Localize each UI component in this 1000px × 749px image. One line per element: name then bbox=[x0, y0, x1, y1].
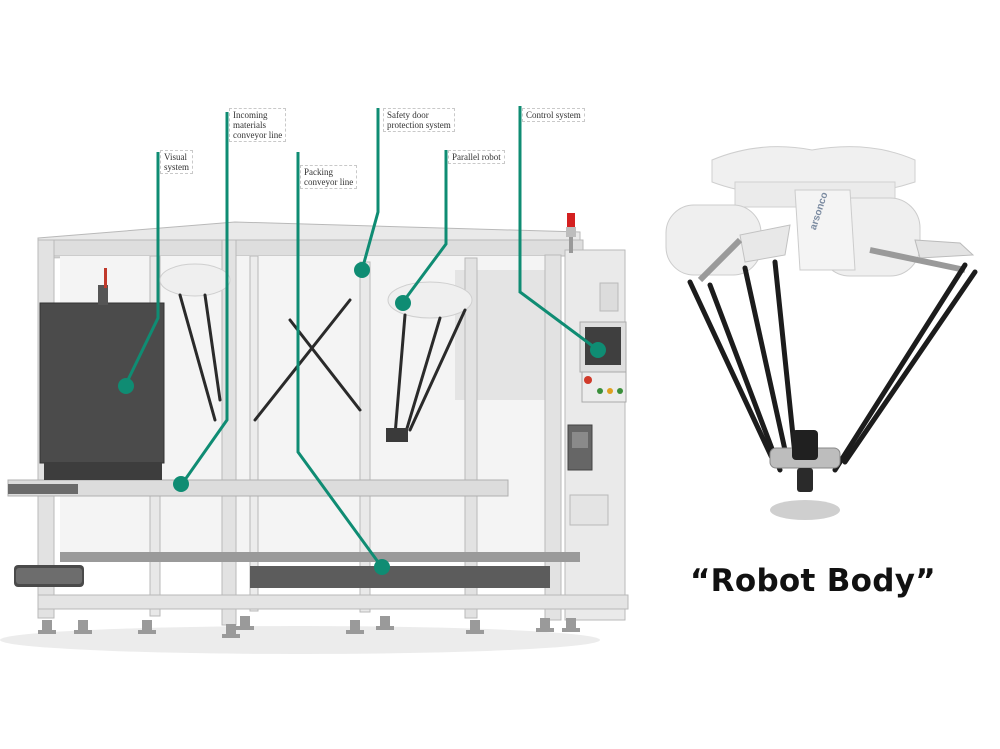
robot-shadow bbox=[770, 500, 840, 520]
callout-lines bbox=[124, 106, 599, 567]
dot-safety-door bbox=[354, 262, 370, 278]
label-incoming-conveyor: Incoming materials conveyor line bbox=[229, 108, 287, 142]
leader-incoming-conveyor bbox=[180, 112, 229, 485]
label-visual-system: Visual system bbox=[160, 150, 194, 174]
dot-parallel-robot bbox=[395, 295, 411, 311]
dot-control-system bbox=[590, 342, 606, 358]
label-packing-conveyor: Packing conveyor line bbox=[300, 165, 358, 189]
conveyors bbox=[7, 479, 609, 587]
machine-robots bbox=[159, 263, 473, 442]
label-parallel-robot: Parallel robot bbox=[448, 150, 505, 164]
dot-incoming-conveyor bbox=[173, 476, 189, 492]
robot-body bbox=[665, 146, 978, 520]
label-safety-door: Safety door protection system bbox=[383, 108, 455, 132]
dot-packing-conveyor bbox=[374, 559, 390, 575]
robot-body-caption: “Robot Body” bbox=[690, 563, 936, 599]
leader-control-system bbox=[518, 106, 599, 352]
leader-parallel-robot bbox=[401, 150, 448, 303]
leader-safety-door bbox=[360, 108, 380, 271]
dot-visual-system bbox=[118, 378, 134, 394]
control-panel bbox=[567, 321, 627, 471]
vision-cabinet bbox=[39, 268, 165, 480]
label-control-system: Control system bbox=[522, 108, 585, 122]
callout-dots bbox=[118, 262, 606, 575]
leader-visual-system bbox=[124, 152, 160, 385]
signal-tower bbox=[566, 213, 576, 253]
leader-packing-conveyor bbox=[296, 152, 383, 567]
machine-feet bbox=[38, 616, 580, 638]
